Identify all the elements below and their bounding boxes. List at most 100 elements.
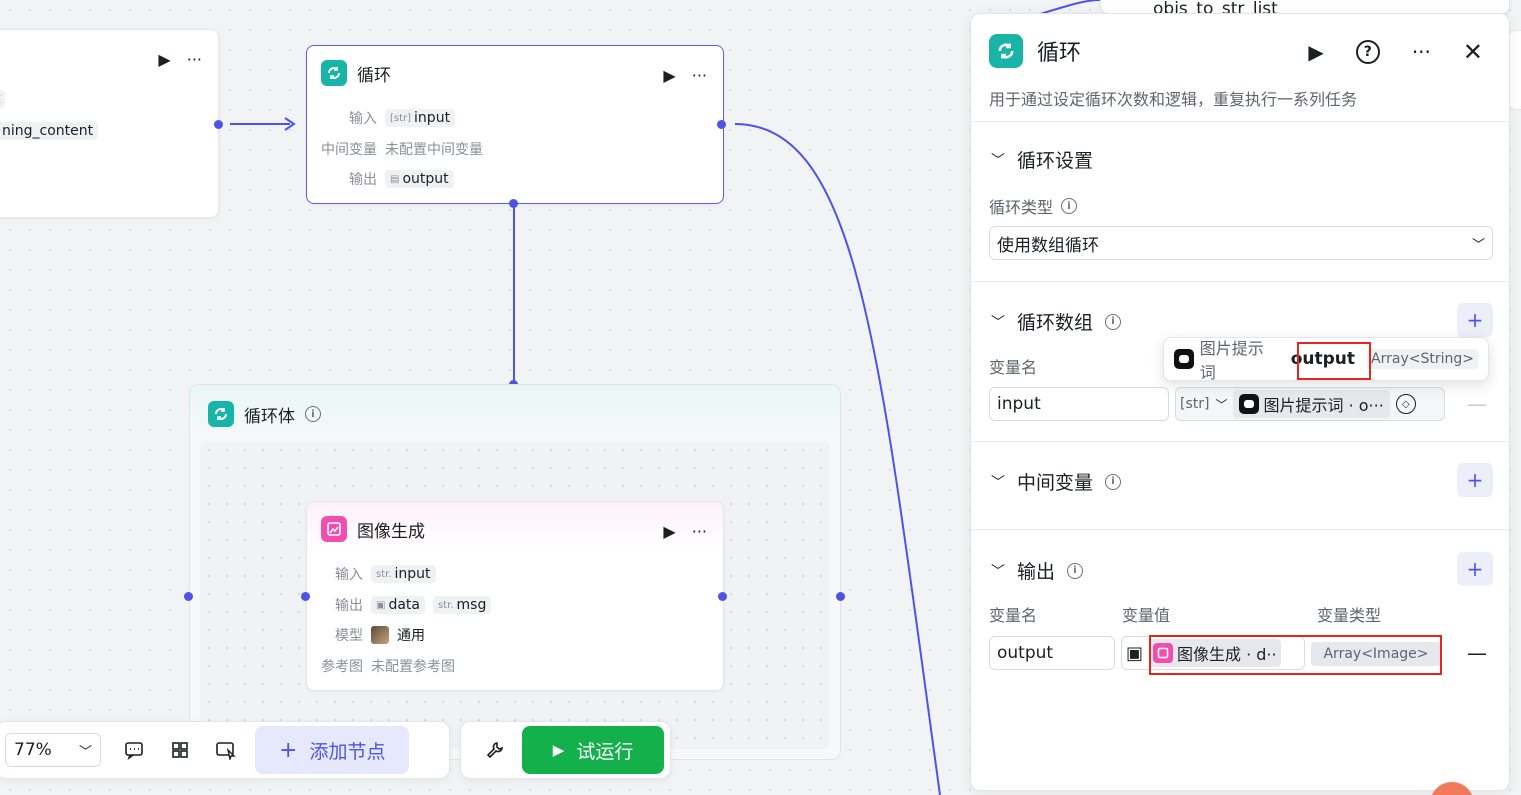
- image-generation-node[interactable]: 图像生成 ▶ ··· 输入 str.input 输出 ▣data str.msg…: [306, 501, 724, 691]
- output-row: 输出 ▤output: [321, 169, 454, 189]
- minus-icon[interactable]: —: [1467, 392, 1487, 416]
- info-icon[interactable]: i: [1105, 473, 1122, 490]
- loop-body-out-port[interactable]: [836, 592, 845, 601]
- row-value: 通用: [397, 628, 425, 644]
- tooltip-field: output: [1290, 349, 1356, 369]
- close-icon[interactable]: ✕: [1462, 38, 1483, 66]
- plus-icon: +: [279, 737, 298, 763]
- loop-node[interactable]: 循环 ▶ ··· 输入 [str]input 中间变量 未配置中间变量 输出 ▤…: [306, 45, 724, 204]
- array-var-name-input[interactable]: input: [989, 387, 1169, 421]
- loop-config-panel: 循环 ▶ ? ··· ✕ 用于通过设定循环次数和逻辑，重复执行一系列任务 ﹀ 循…: [970, 13, 1510, 791]
- loop-port[interactable]: [509, 199, 518, 208]
- info-icon[interactable]: i: [1067, 562, 1084, 579]
- output-chip-msg: str.msg: [433, 596, 492, 614]
- row-label: 中间变量: [321, 142, 377, 158]
- info-icon[interactable]: i: [305, 406, 321, 422]
- loop-icon: [208, 401, 234, 427]
- output-port[interactable]: [718, 592, 727, 601]
- row-value: 未配置参考图: [371, 659, 455, 675]
- add-node-label: 添加节点: [309, 740, 386, 763]
- section-output[interactable]: ﹀ 输出 i: [991, 557, 1084, 584]
- divider: [971, 121, 1509, 122]
- play-icon[interactable]: ▶: [1308, 40, 1324, 64]
- more-icon[interactable]: ···: [186, 50, 202, 69]
- chevron-down-icon: ﹀: [991, 563, 1005, 580]
- wrench-icon[interactable]: [467, 740, 522, 760]
- section-intermediate-vars[interactable]: ﹀ 中间变量 i: [991, 468, 1122, 495]
- output-var-value-ref[interactable]: ▣ 图像生成 · d··: [1121, 636, 1305, 670]
- ref-text: 图像生成 · d··: [1177, 645, 1277, 664]
- row-label: 输入: [335, 567, 363, 583]
- variable-picker-icon[interactable]: ◇: [1395, 394, 1416, 414]
- help-icon[interactable]: ?: [1355, 40, 1380, 64]
- play-icon[interactable]: ▶: [158, 50, 171, 69]
- section-title: 循环设置: [1017, 150, 1094, 172]
- test-run-label: 试运行: [576, 740, 634, 763]
- field-chip: ning_content: [0, 122, 99, 140]
- type-tag: [str]: [1180, 396, 1210, 412]
- col-var-value: 变量值: [1122, 606, 1171, 625]
- loop-icon: [989, 34, 1023, 68]
- avatar[interactable]: [1430, 782, 1474, 795]
- divider: [971, 529, 1509, 530]
- divider: [971, 441, 1509, 442]
- add-node-button[interactable]: + 添加节点: [255, 726, 410, 774]
- highlight-box-output: [1297, 342, 1371, 380]
- section-title: 输出: [1017, 561, 1056, 583]
- input-row: 输入 str.input: [321, 564, 436, 584]
- info-icon[interactable]: i: [1061, 198, 1078, 214]
- chevron-down-icon: ﹀: [991, 314, 1005, 331]
- test-run-button[interactable]: ▶ 试运行: [522, 726, 664, 774]
- node-actions: ▶ ···: [663, 66, 707, 85]
- input-port[interactable]: [301, 592, 310, 601]
- more-icon[interactable]: ···: [1411, 40, 1431, 64]
- objs-to-str-list-node[interactable]: objs_to_str_list: [1100, 0, 1510, 19]
- run-toolbar: ▶ 试运行: [460, 721, 671, 779]
- input-chip: str.input: [371, 565, 436, 583]
- zoom-select[interactable]: 77% ﹀: [5, 733, 101, 767]
- output-var-name-input[interactable]: output: [989, 636, 1115, 670]
- loop-type-select[interactable]: 使用数组循环 ﹀: [989, 226, 1493, 260]
- array-var-value-ref[interactable]: [str] ﹀ 图片提示词 · o··· ◇: [1175, 387, 1445, 421]
- info-icon[interactable]: i: [1105, 313, 1122, 330]
- select-value: 使用数组循环: [997, 235, 1099, 256]
- ref-row: 参考图 未配置参考图: [321, 656, 455, 676]
- input-chip: [str]input: [385, 109, 456, 127]
- add-output-button[interactable]: +: [1457, 552, 1493, 586]
- col-var-type: 变量类型: [1317, 606, 1382, 625]
- pointer-icon[interactable]: [203, 740, 249, 760]
- variable-tooltip: 图片提示词 output Array<String>: [1163, 337, 1489, 382]
- section-loop-array[interactable]: ﹀ 循环数组 i: [991, 308, 1122, 335]
- left-node[interactable]: ▶ ··· t ning_content: [0, 29, 219, 218]
- ref-pill[interactable]: 图像生成 · d··: [1149, 639, 1281, 667]
- grid-icon[interactable]: [157, 740, 203, 760]
- row-label: 输出: [349, 172, 377, 188]
- tooltip-type: Array<String>: [1367, 349, 1478, 369]
- output-chip: ▤output: [385, 170, 454, 188]
- node-actions: ▶ ···: [158, 50, 202, 69]
- play-icon[interactable]: ▶: [663, 522, 676, 541]
- panel-description: 用于通过设定循环次数和逻辑，重复执行一系列任务: [989, 90, 1358, 109]
- mid-row: 中间变量 未配置中间变量: [321, 139, 483, 159]
- model-row: 模型 通用: [321, 625, 425, 645]
- row-value: 未配置中间变量: [385, 142, 483, 158]
- minus-icon[interactable]: —: [1467, 641, 1487, 665]
- output-port[interactable]: [717, 120, 726, 129]
- more-icon[interactable]: ···: [691, 522, 707, 541]
- section-loop-settings[interactable]: ﹀ 循环设置: [991, 146, 1093, 173]
- model-avatar: [371, 626, 389, 644]
- chip-text: data: [388, 597, 420, 613]
- loop-body-in-port[interactable]: [184, 592, 193, 601]
- type-tag: str.: [438, 599, 454, 611]
- more-icon[interactable]: ···: [691, 66, 707, 85]
- bot-icon: [1239, 394, 1260, 414]
- type-tag: str.: [376, 568, 392, 580]
- output-port[interactable]: [214, 120, 223, 129]
- row-label: 模型: [335, 628, 363, 644]
- ref-pill[interactable]: 图片提示词 · o···: [1233, 390, 1390, 418]
- play-icon[interactable]: ▶: [663, 66, 676, 85]
- input-row: 输入 [str]input: [321, 108, 456, 128]
- comment-icon[interactable]: [111, 740, 157, 760]
- add-array-button[interactable]: +: [1457, 303, 1493, 337]
- add-intermediate-button[interactable]: +: [1457, 463, 1493, 497]
